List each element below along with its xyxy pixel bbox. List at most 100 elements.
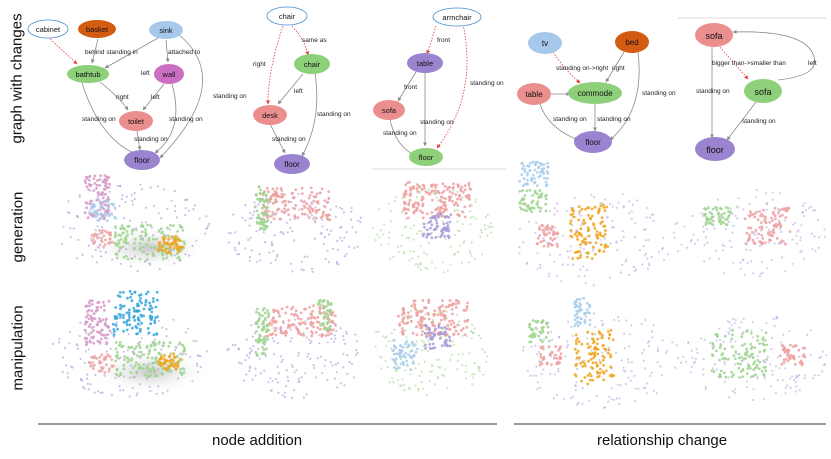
node-table: table: [407, 53, 443, 73]
edge-cabinet-bathtub: [47, 36, 78, 65]
render-generation-desk: [227, 185, 362, 273]
edge-label: standing on: [383, 130, 417, 137]
edge-bed-floor: [609, 51, 640, 141]
edge-label: standing on: [272, 136, 306, 143]
edge-chair-desk: [277, 73, 304, 105]
node-floor: floor: [274, 154, 310, 174]
edge-wall-toilet: [142, 83, 165, 111]
edge-label: standing on: [642, 90, 676, 97]
node-sink: sink: [149, 21, 183, 39]
node-label: floor: [706, 145, 724, 155]
node-floor: floor: [124, 150, 160, 170]
caption-node-addition: node addition: [212, 432, 303, 449]
edge-label: front: [437, 37, 450, 44]
caption-relationship-change: relationship change: [597, 432, 728, 449]
node-label: cabinet: [36, 25, 61, 34]
edge-chair-floor: [301, 72, 318, 157]
edge-bathtub-toilet: [99, 81, 129, 111]
node-floor: floor: [409, 148, 443, 166]
node-label: floor: [134, 156, 150, 165]
render-generation-commode: [518, 160, 683, 287]
edge-label: standing on: [169, 116, 203, 123]
edge-table-floor: [539, 103, 579, 141]
node-cabinet: cabinet: [27, 19, 69, 39]
node-label: wall: [162, 70, 176, 79]
edge-label: right: [612, 65, 625, 72]
edge-label: left: [141, 70, 150, 77]
node-label: chair: [279, 12, 296, 21]
row-label-generation: generation: [9, 191, 27, 263]
scene-graph-1: behind standing in attached to left righ…: [27, 19, 247, 170]
edge-label: left: [294, 88, 303, 95]
node-label: table: [525, 90, 543, 99]
node-label: sofa: [382, 106, 397, 115]
edge-desk-floor: [269, 123, 286, 154]
edge-label: left: [808, 60, 817, 67]
edge-label: standing on: [420, 119, 454, 126]
node-label: floor: [419, 153, 434, 162]
edge-label: standing on: [696, 88, 730, 95]
node-sofa-a: sofa: [695, 23, 733, 47]
edge-label: standing on: [317, 111, 351, 118]
edge-sink-floor: [159, 33, 203, 159]
render-manipulation-commode: [522, 296, 683, 409]
node-sofa-b: sofa: [744, 79, 782, 103]
node-desk: desk: [253, 105, 287, 125]
row-label-manipulation: manipulation: [9, 305, 27, 391]
edge-sofa-floor: [389, 118, 415, 156]
scene-graph-3: front front standing on standing on stan…: [372, 7, 506, 170]
edge-tv-commode: [552, 51, 581, 84]
edge-bathtub-floor: [81, 82, 139, 156]
node-table: table: [517, 83, 551, 105]
node-toilet: toilet: [119, 111, 153, 131]
scene-graph-2: same as right left standing on standing …: [253, 6, 351, 174]
node-label: floor: [284, 160, 300, 169]
edge-label: front: [404, 84, 417, 91]
scene-graph-5: bigger than->smaller than left standing …: [678, 17, 826, 161]
edge-label: standing on: [470, 80, 504, 87]
edge-armchair-table: [426, 25, 437, 55]
edge-label: bigger than->smaller than: [712, 60, 786, 67]
edge-label: standing on: [134, 136, 168, 143]
node-commode: commode: [568, 82, 622, 104]
node-label: sofa: [754, 87, 771, 97]
node-floor: floor: [695, 137, 735, 161]
edge-wall-floor: [154, 83, 177, 154]
node-label: armchair: [442, 13, 472, 22]
node-floor: floor: [574, 131, 612, 153]
edge-basket-bathtub: [90, 38, 99, 64]
scene-graph-4: standing on->right right standing on sta…: [517, 31, 676, 153]
node-label: bathtub: [75, 70, 100, 79]
edge-label: same as: [302, 37, 327, 44]
node-label: sofa: [705, 31, 722, 41]
render-manipulation-table: [374, 298, 489, 397]
edge-toilet-floor: [136, 130, 142, 151]
node-label: commode: [577, 89, 613, 98]
node-sofa: sofa: [373, 100, 405, 120]
node-basket: basket: [78, 20, 116, 38]
node-label: floor: [585, 138, 601, 147]
edge-sink-wall: [165, 39, 170, 63]
edge-table-sofa: [397, 71, 417, 102]
render-manipulation-desk: [226, 298, 359, 399]
edge-bed-commode: [605, 51, 625, 83]
node-label: bed: [625, 38, 638, 47]
edge-label: standing on: [742, 118, 776, 125]
render-manipulation-sofa: [682, 315, 828, 402]
render-generation-bathroom: [60, 174, 211, 273]
render-generation-table: [371, 180, 494, 274]
edge-armchair-floor: [436, 23, 468, 149]
edge-label: behind standing in: [85, 49, 138, 56]
edge-label: standing on: [213, 93, 247, 100]
edge-label: standing on->right: [556, 65, 608, 72]
node-armchair: armchair: [432, 7, 482, 27]
edge-label: standing on: [553, 116, 587, 123]
edge-chair-new-chair: [291, 25, 310, 56]
edge-label: left: [151, 94, 160, 101]
point-cloud-renders: [51, 160, 828, 409]
node-chair: chair: [294, 54, 330, 74]
edge-sink-bathtub: [104, 37, 159, 69]
node-label: sink: [159, 26, 173, 35]
render-manipulation-bathroom: [51, 289, 210, 398]
